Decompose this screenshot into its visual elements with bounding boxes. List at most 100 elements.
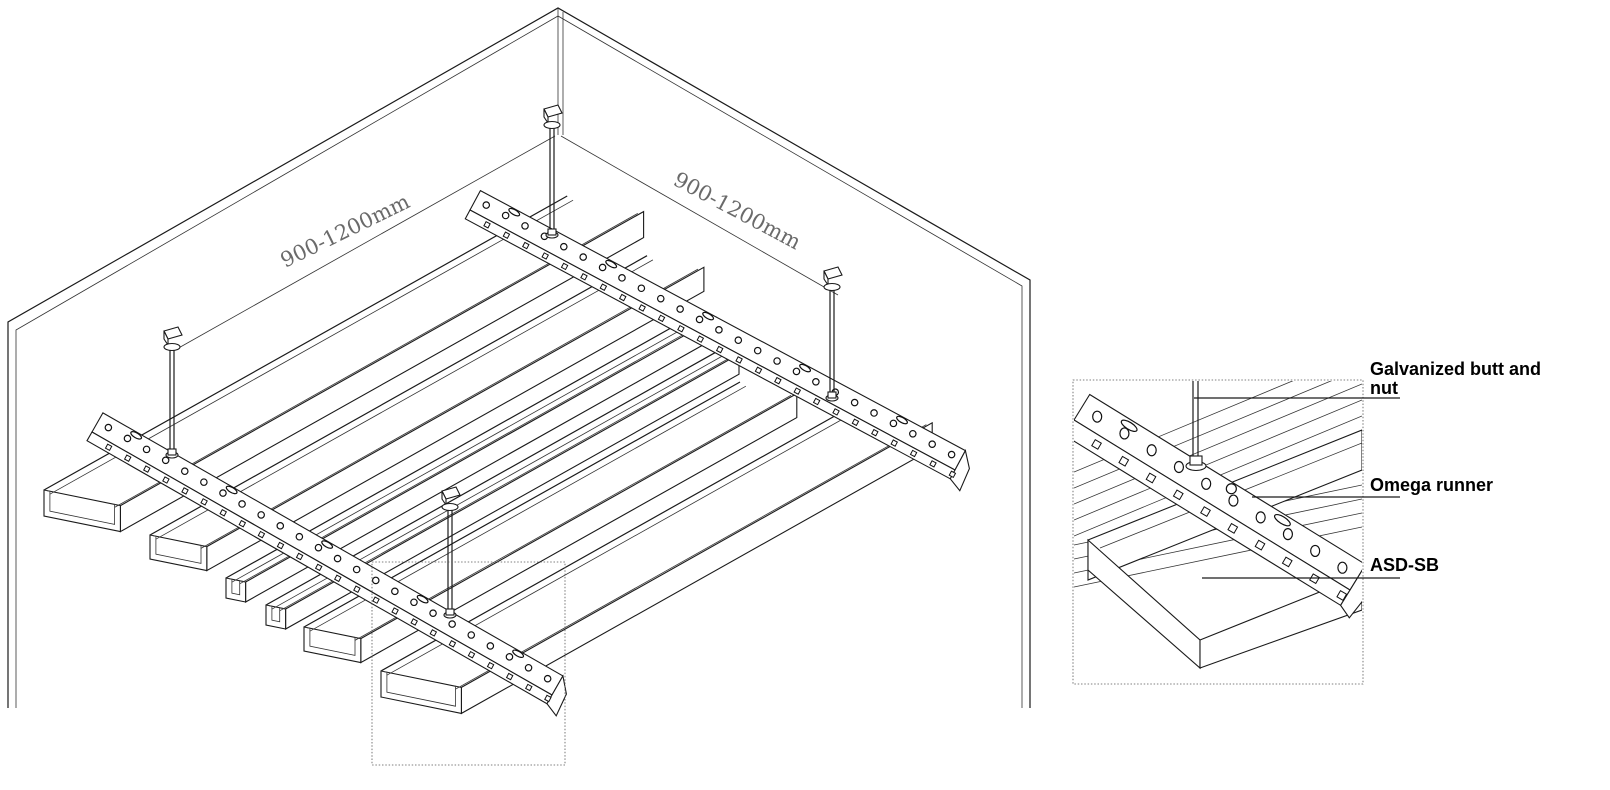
detail-region-marker — [371, 561, 566, 766]
runner-slot — [793, 387, 802, 395]
runner-hole — [560, 242, 568, 251]
runner-slot — [541, 252, 549, 260]
runner-hole — [501, 211, 510, 220]
panel-lip — [43, 489, 121, 525]
runner-hole — [104, 423, 113, 432]
runner-hole — [715, 326, 723, 334]
runner-hole — [524, 663, 533, 672]
inset-runner-slot — [1336, 590, 1348, 601]
runner-hole — [200, 478, 208, 486]
left-span-label: 900-1200mm — [277, 189, 414, 272]
hanger-washer — [441, 502, 459, 512]
inset-runner-slot — [1172, 489, 1184, 501]
runner-hole — [850, 398, 859, 407]
runner-hole — [637, 284, 646, 293]
runner-hole — [371, 576, 380, 585]
runner-hole — [333, 554, 342, 563]
panel-front-face — [380, 670, 462, 715]
inset-panel-line — [1074, 399, 1362, 521]
inset-runner-hole — [1310, 544, 1321, 558]
runner-hole — [543, 674, 552, 683]
runner-slot — [890, 439, 898, 447]
panel-2 — [149, 255, 705, 572]
runner-slot — [467, 650, 476, 659]
runner-oval-hole — [416, 594, 429, 604]
runner-slot — [599, 283, 608, 291]
runner-hole — [618, 274, 626, 282]
runner-hole — [521, 222, 529, 230]
runner-slot — [618, 293, 627, 302]
inset-runner-oval-hole — [1273, 513, 1291, 527]
runner-slot — [696, 335, 705, 343]
room-walls — [7, 7, 1031, 708]
inset-runner-slot — [1281, 556, 1293, 568]
linear-panels — [43, 195, 933, 715]
panel-front-face — [225, 577, 247, 603]
runner-slot — [314, 563, 323, 572]
panel-lip — [303, 626, 361, 656]
runner-hole — [295, 532, 304, 541]
detail-inset — [1072, 379, 1400, 685]
runner-slot — [410, 618, 418, 626]
inset-runner-slot — [1227, 522, 1239, 534]
runner-hole — [579, 253, 587, 261]
runner-slot — [486, 661, 495, 670]
runner-hole — [276, 522, 285, 530]
runner-slot — [429, 629, 438, 637]
runner-slot — [871, 428, 879, 437]
panel-lip — [265, 604, 286, 623]
runner-oval-hole — [702, 311, 715, 321]
runner-hole — [505, 653, 514, 661]
runner-slot — [677, 324, 685, 333]
runner-slot — [544, 694, 552, 703]
inset-runner-slot — [1200, 506, 1211, 518]
runner-hole — [448, 620, 456, 628]
runner-slot — [754, 366, 763, 375]
runner-slot — [448, 640, 457, 648]
panel-front-face — [303, 626, 362, 664]
runner-oval-hole — [896, 415, 908, 425]
runner-slot — [391, 607, 399, 615]
runner-oval-hole — [512, 649, 525, 659]
panel-4 — [265, 349, 740, 630]
omega-runners — [86, 189, 970, 717]
runner-hole — [676, 305, 684, 313]
runner-oval-hole — [508, 207, 521, 217]
omega-runner-2 — [464, 189, 970, 492]
inset-runner-hole — [1119, 427, 1130, 440]
inset-panel-line — [1074, 383, 1362, 505]
inset-rod-nut — [1189, 455, 1203, 466]
inset-runner-hole — [1337, 561, 1348, 574]
panel-1 — [43, 195, 645, 533]
runner-end — [949, 449, 970, 492]
detail-magnified-view — [1074, 381, 1362, 670]
panel-6 — [380, 405, 933, 715]
inset-runner-oval-hole — [1120, 419, 1138, 433]
runner-end — [546, 674, 567, 717]
hanger-1 — [163, 326, 183, 459]
hanger-3 — [823, 266, 843, 402]
panel-inner-edge — [200, 268, 699, 549]
runner-hole — [792, 367, 801, 376]
runner-slot — [832, 408, 840, 416]
inset-runner-slot — [1118, 455, 1130, 467]
runner-hole — [123, 434, 132, 443]
runner-flange — [464, 209, 956, 480]
inset-runner-hole — [1201, 477, 1212, 490]
runner-slot — [276, 541, 285, 550]
inset-runner-hole — [1255, 511, 1266, 524]
runner-slot — [353, 585, 361, 594]
runner-slot — [372, 596, 380, 604]
inset-runner-slot — [1254, 539, 1266, 551]
runner-hole — [161, 456, 170, 465]
runner-slot — [929, 460, 937, 468]
hanger-washer — [543, 120, 561, 130]
inset-runner-round-hole — [1225, 483, 1237, 495]
runner-hole — [656, 294, 665, 303]
inset-runner-slot — [1309, 573, 1320, 585]
hanger-4 — [441, 486, 461, 619]
runner-slot — [181, 487, 189, 495]
runner-hole — [773, 357, 781, 365]
inset-panel-side — [1199, 574, 1362, 669]
